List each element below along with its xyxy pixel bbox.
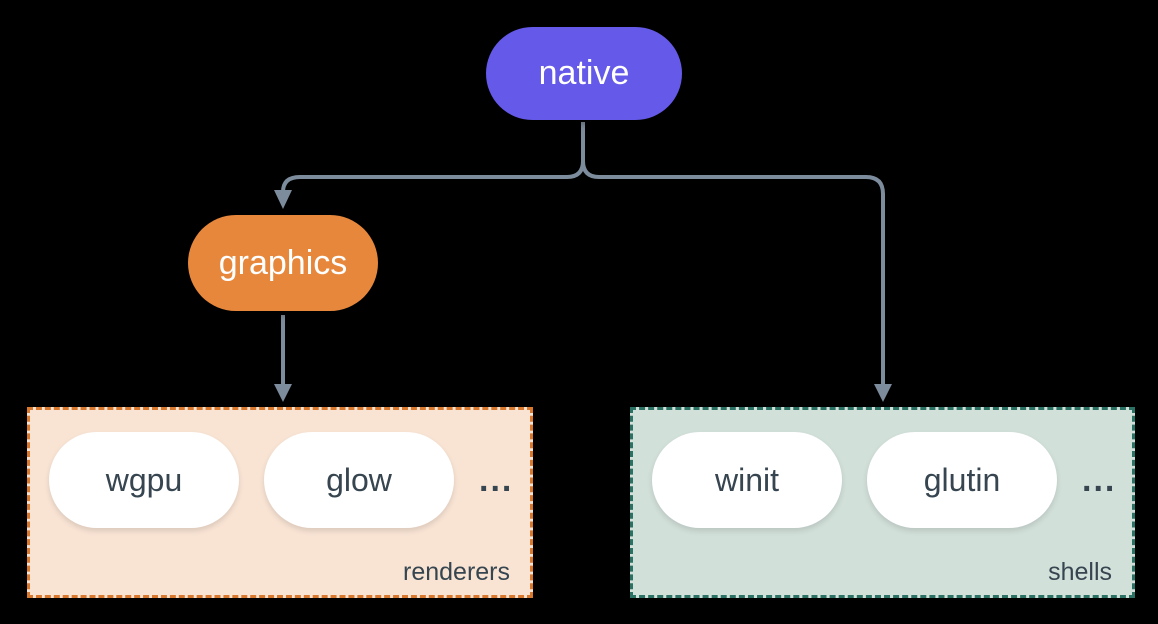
node-wgpu-label: wgpu: [105, 461, 183, 498]
node-glow-label: glow: [326, 461, 392, 498]
node-native-label: native: [538, 54, 630, 92]
node-glutin-label: glutin: [923, 461, 1001, 498]
group-shells: winit glutin ... shells: [630, 407, 1135, 598]
node-glow: glow: [264, 432, 454, 528]
node-graphics-label: graphics: [218, 243, 348, 282]
edge-native-to-graphics: [281, 122, 585, 193]
node-winit: winit: [652, 432, 842, 528]
renderers-ellipsis: ...: [479, 460, 514, 499]
arrowhead-to-renderers: [274, 384, 292, 402]
node-winit-label: winit: [714, 461, 779, 498]
arrowhead-to-shells: [874, 384, 892, 402]
renderers-group-label: renderers: [403, 558, 510, 586]
edge-native-to-shells: [581, 122, 885, 385]
node-native: native: [486, 27, 682, 120]
group-renderers: wgpu glow ... renderers: [27, 407, 533, 598]
shells-ellipsis: ...: [1082, 460, 1117, 499]
shells-pill-row: winit glutin ...: [652, 432, 1116, 528]
node-glutin: glutin: [867, 432, 1057, 528]
arrowhead-to-graphics: [274, 190, 292, 209]
node-graphics: graphics: [188, 215, 378, 311]
renderers-pill-row: wgpu glow ...: [49, 432, 513, 528]
node-wgpu: wgpu: [49, 432, 239, 528]
shells-group-label: shells: [1048, 558, 1112, 586]
